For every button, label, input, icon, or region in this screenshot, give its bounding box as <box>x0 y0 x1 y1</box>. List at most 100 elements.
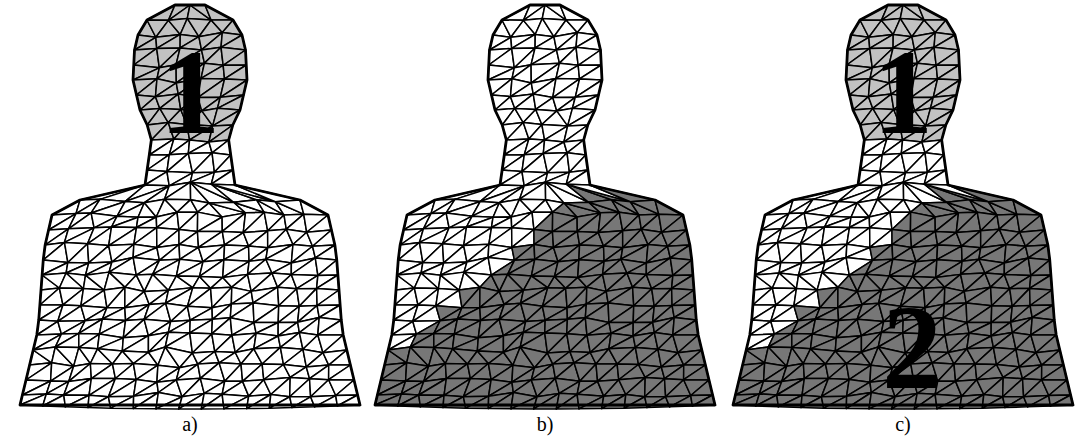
mesh-triangle <box>137 79 158 97</box>
mesh-triangle <box>68 213 94 229</box>
mesh-triangle <box>492 79 513 97</box>
mesh-triangle <box>462 287 480 308</box>
mesh-triangle <box>515 94 536 109</box>
mesh-triangle <box>318 320 343 335</box>
mesh-triangle <box>511 397 537 409</box>
mesh-triangle <box>109 228 137 246</box>
mesh-triangle <box>967 306 992 323</box>
mesh-triangle <box>938 65 960 80</box>
mesh-triangle <box>1010 275 1031 288</box>
mesh-triangle <box>290 379 311 397</box>
mesh-triangle <box>419 379 447 396</box>
mesh-triangle <box>466 217 493 227</box>
mesh-triangle <box>878 182 904 200</box>
mesh-triangle <box>609 306 634 323</box>
mesh-triangle <box>190 308 212 320</box>
mesh-triangle <box>310 365 329 380</box>
mesh-triangle <box>111 396 134 408</box>
mesh-triangle <box>633 306 654 322</box>
mesh-triangle <box>414 288 438 305</box>
mesh-triangle <box>580 364 598 381</box>
mesh-triangle <box>59 288 83 305</box>
mesh-triangle <box>555 378 579 393</box>
mesh-triangle <box>200 378 224 393</box>
mesh-triangle <box>1031 260 1051 275</box>
mesh-triangle <box>981 215 1000 231</box>
mesh-triangle <box>115 364 136 380</box>
mesh-triangle <box>982 397 1005 408</box>
mesh-triangle <box>459 287 480 308</box>
mesh-triangle <box>849 217 869 228</box>
mesh-triangle <box>520 182 546 199</box>
mesh-triangle <box>944 291 966 304</box>
mesh-triangle <box>488 65 514 80</box>
mesh-triangle <box>646 258 673 275</box>
mesh-triangle <box>511 34 535 48</box>
mesh-triangle <box>144 290 168 304</box>
mesh-triangle <box>249 231 268 248</box>
mesh-triangle <box>491 217 511 228</box>
mesh-triangle <box>514 245 534 261</box>
mesh-triangle <box>1004 258 1031 275</box>
mesh-triangle <box>822 228 850 246</box>
mesh-triangle <box>477 336 503 353</box>
mesh-triangle <box>991 306 1012 323</box>
mesh-triangle <box>179 393 205 409</box>
mesh-triangle <box>297 288 317 306</box>
mesh-triangle <box>534 393 560 409</box>
mesh-triangle <box>779 273 798 288</box>
mesh-triangle <box>654 288 672 306</box>
mesh-triangle <box>860 155 882 172</box>
mesh-triangle <box>88 397 111 408</box>
mesh-triangle <box>878 182 904 199</box>
mesh-triangle <box>911 245 937 262</box>
mesh-triangle <box>892 212 911 231</box>
mesh-triangle <box>523 320 545 333</box>
mesh-triangle <box>268 215 287 231</box>
mesh-triangle <box>156 397 182 409</box>
mesh-triangle <box>548 153 570 173</box>
mesh-triangle <box>956 212 980 232</box>
mesh-triangle <box>168 320 190 332</box>
mesh-triangle <box>104 287 125 308</box>
mesh-bust <box>20 5 360 409</box>
mesh-triangle <box>850 79 871 97</box>
mesh-triangle <box>278 306 299 323</box>
mesh-triangle <box>781 244 802 263</box>
mesh-triangle <box>275 200 303 214</box>
mesh-triangle <box>984 377 1003 396</box>
mesh-triangle <box>646 275 673 289</box>
mesh-triangle <box>201 394 224 409</box>
mesh-triangle <box>913 260 937 278</box>
mesh-triangle <box>672 275 694 290</box>
mesh-triangle <box>212 304 231 319</box>
mesh-triangle <box>64 379 92 396</box>
mesh-triangle <box>111 217 138 227</box>
mesh-triangle <box>652 288 672 306</box>
mesh-triangle <box>108 379 136 397</box>
mesh-triangle <box>889 262 916 277</box>
mesh-triangle <box>159 245 179 261</box>
mesh-triangle <box>988 200 1016 214</box>
mesh-triangle <box>556 65 580 79</box>
mesh-outline <box>20 5 360 405</box>
mesh-triangle <box>418 289 439 306</box>
mesh-triangle <box>824 217 851 227</box>
mesh-triangle <box>545 319 568 334</box>
mesh-triangle <box>317 275 339 290</box>
mesh-triangle <box>136 217 156 228</box>
mesh-triangle <box>224 396 249 409</box>
mesh-triangle <box>423 244 444 263</box>
mesh-triangle <box>204 381 225 394</box>
mesh-triangle <box>960 394 984 408</box>
mesh-triangle <box>434 319 458 333</box>
mesh-outline <box>375 5 715 405</box>
mesh-triangle <box>200 260 224 278</box>
mesh-triangle <box>224 246 249 261</box>
mesh-triangle <box>846 65 872 80</box>
mesh-triangle <box>111 216 138 227</box>
mesh-triangle <box>792 319 816 334</box>
mesh-triangle <box>223 50 246 65</box>
mesh-triangle <box>443 227 467 246</box>
mesh-triangle <box>211 170 235 185</box>
